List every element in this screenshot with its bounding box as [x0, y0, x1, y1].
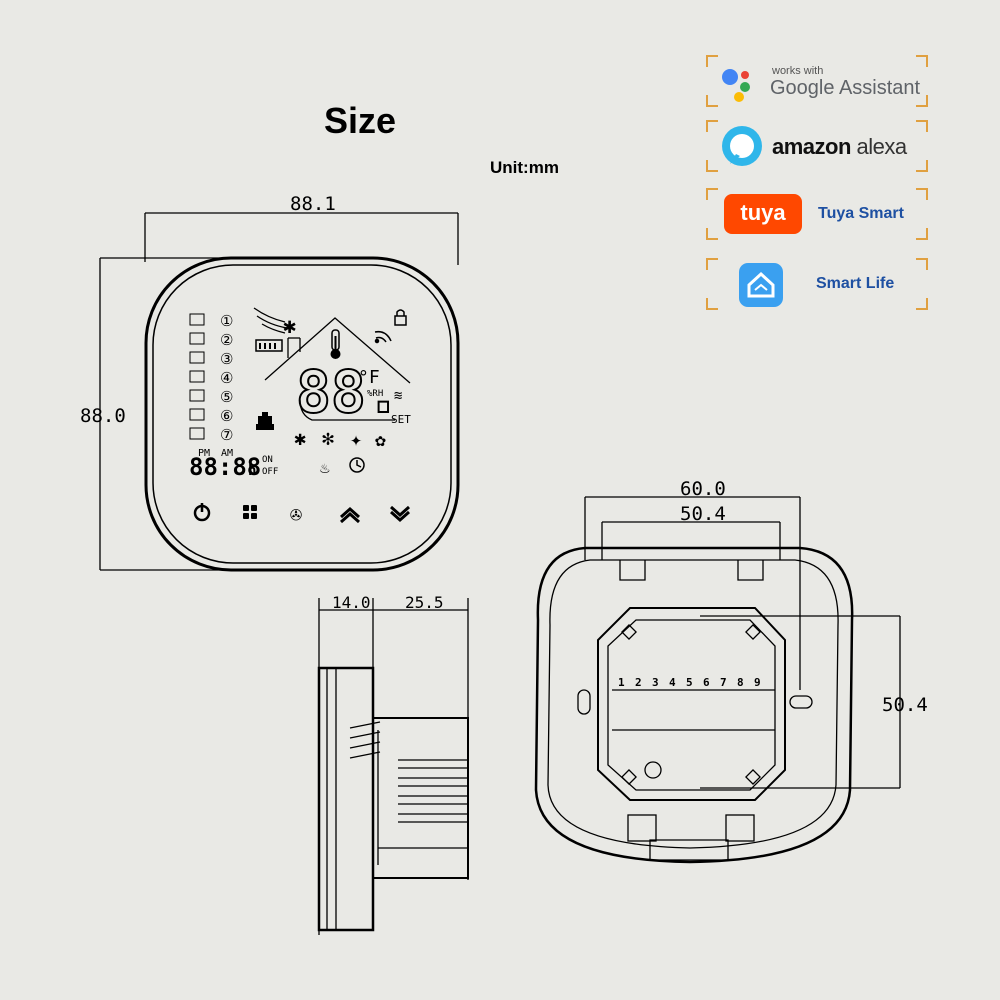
svg-text:4: 4 — [669, 676, 676, 689]
menu-button[interactable] — [243, 505, 257, 519]
svg-text:⑦: ⑦ — [220, 426, 233, 444]
valve-icon — [256, 412, 274, 430]
svg-text:1: 1 — [618, 676, 625, 689]
side-view — [317, 598, 469, 935]
smartlife-logo — [739, 263, 783, 307]
alexa-icon — [722, 126, 762, 166]
tuya-logo: tuya — [724, 194, 802, 234]
svg-text:9: 9 — [754, 676, 761, 689]
svg-text:④: ④ — [220, 369, 233, 387]
set-label: SET — [391, 413, 411, 426]
google-assistant-icon — [722, 69, 750, 102]
down-button[interactable] — [390, 505, 410, 523]
flame-icon: ♨ — [320, 458, 330, 477]
dim-front-height: 88.0 — [80, 405, 126, 427]
smartlife-name: Smart Life — [816, 275, 895, 292]
svg-text:7: 7 — [720, 676, 727, 689]
sun-icon: ✦ — [350, 427, 362, 451]
svg-text:⑥: ⑥ — [220, 407, 233, 425]
hour-suffix: h — [248, 463, 256, 479]
speed-bar-icon — [255, 339, 283, 352]
page-title: Size — [323, 100, 397, 141]
humidity-unit: %RH — [367, 389, 383, 399]
google-name: Google Assistant — [770, 77, 921, 99]
dim-front-width: 88.1 — [290, 193, 336, 215]
am-label: AM — [221, 448, 233, 459]
google-assistant-badge: works with Google Assistant — [706, 55, 928, 107]
unit-label: Unit:mm — [490, 158, 559, 177]
dim-side-depth-front: 14.0 — [332, 593, 371, 612]
on-label: ON — [262, 455, 273, 465]
auto-fan-icon: ✻ — [322, 426, 334, 450]
fan-mode-icon: ✱ — [283, 314, 296, 339]
svg-text:③: ③ — [220, 350, 233, 368]
svg-text:5: 5 — [686, 676, 693, 689]
up-button[interactable] — [340, 506, 360, 524]
home-icon — [747, 271, 775, 298]
svg-text:2: 2 — [635, 676, 642, 689]
time-digits: 88:88 — [189, 453, 261, 481]
back-view — [534, 496, 901, 864]
svg-text:②: ② — [220, 331, 233, 349]
wifi-icon — [374, 330, 392, 344]
terminal-numbers: 1 2 3 4 5 6 7 8 9 — [618, 676, 761, 689]
dim-side-depth-back: 25.5 — [405, 593, 444, 612]
lock-icon — [394, 309, 407, 326]
svg-text:⑤: ⑤ — [220, 388, 233, 406]
svg-text:①: ① — [220, 312, 233, 330]
temp-unit: °F — [358, 367, 380, 388]
pm-label: PM — [198, 448, 210, 459]
alexa-text: amazon alexa — [772, 134, 907, 159]
svg-text:6: 6 — [703, 676, 710, 689]
svg-text:8: 8 — [737, 676, 744, 689]
tuya-name: Tuya Smart — [818, 205, 904, 222]
dim-back-inner-width: 50.4 — [680, 503, 726, 525]
clock-icon — [349, 457, 365, 473]
program-schedule-icons — [189, 313, 205, 440]
tuya-badge: tuya Tuya Smart — [706, 188, 928, 240]
power-button[interactable] — [193, 503, 211, 522]
google-small-text: works with — [772, 65, 824, 77]
svg-text:3: 3 — [652, 676, 659, 689]
off-label: OFF — [262, 467, 278, 477]
heat-waves-icon: ≋ — [394, 388, 402, 404]
thermometer-icon — [330, 329, 341, 359]
smartlife-badge: Smart Life — [706, 258, 928, 310]
snowflake-icon: ✱ — [294, 426, 306, 450]
fan-button[interactable]: ✇ — [290, 502, 302, 526]
temperature-digits: 88. — [296, 358, 401, 426]
alexa-badge: amazon alexa — [706, 120, 928, 172]
dim-back-height: 50.4 — [882, 694, 928, 716]
dim-back-outer-width: 60.0 — [680, 478, 726, 500]
program-numbers: ① ② ③ ④ ⑤ ⑥ ⑦ — [220, 312, 233, 444]
fan-auto-icon: ✿ — [375, 430, 386, 451]
